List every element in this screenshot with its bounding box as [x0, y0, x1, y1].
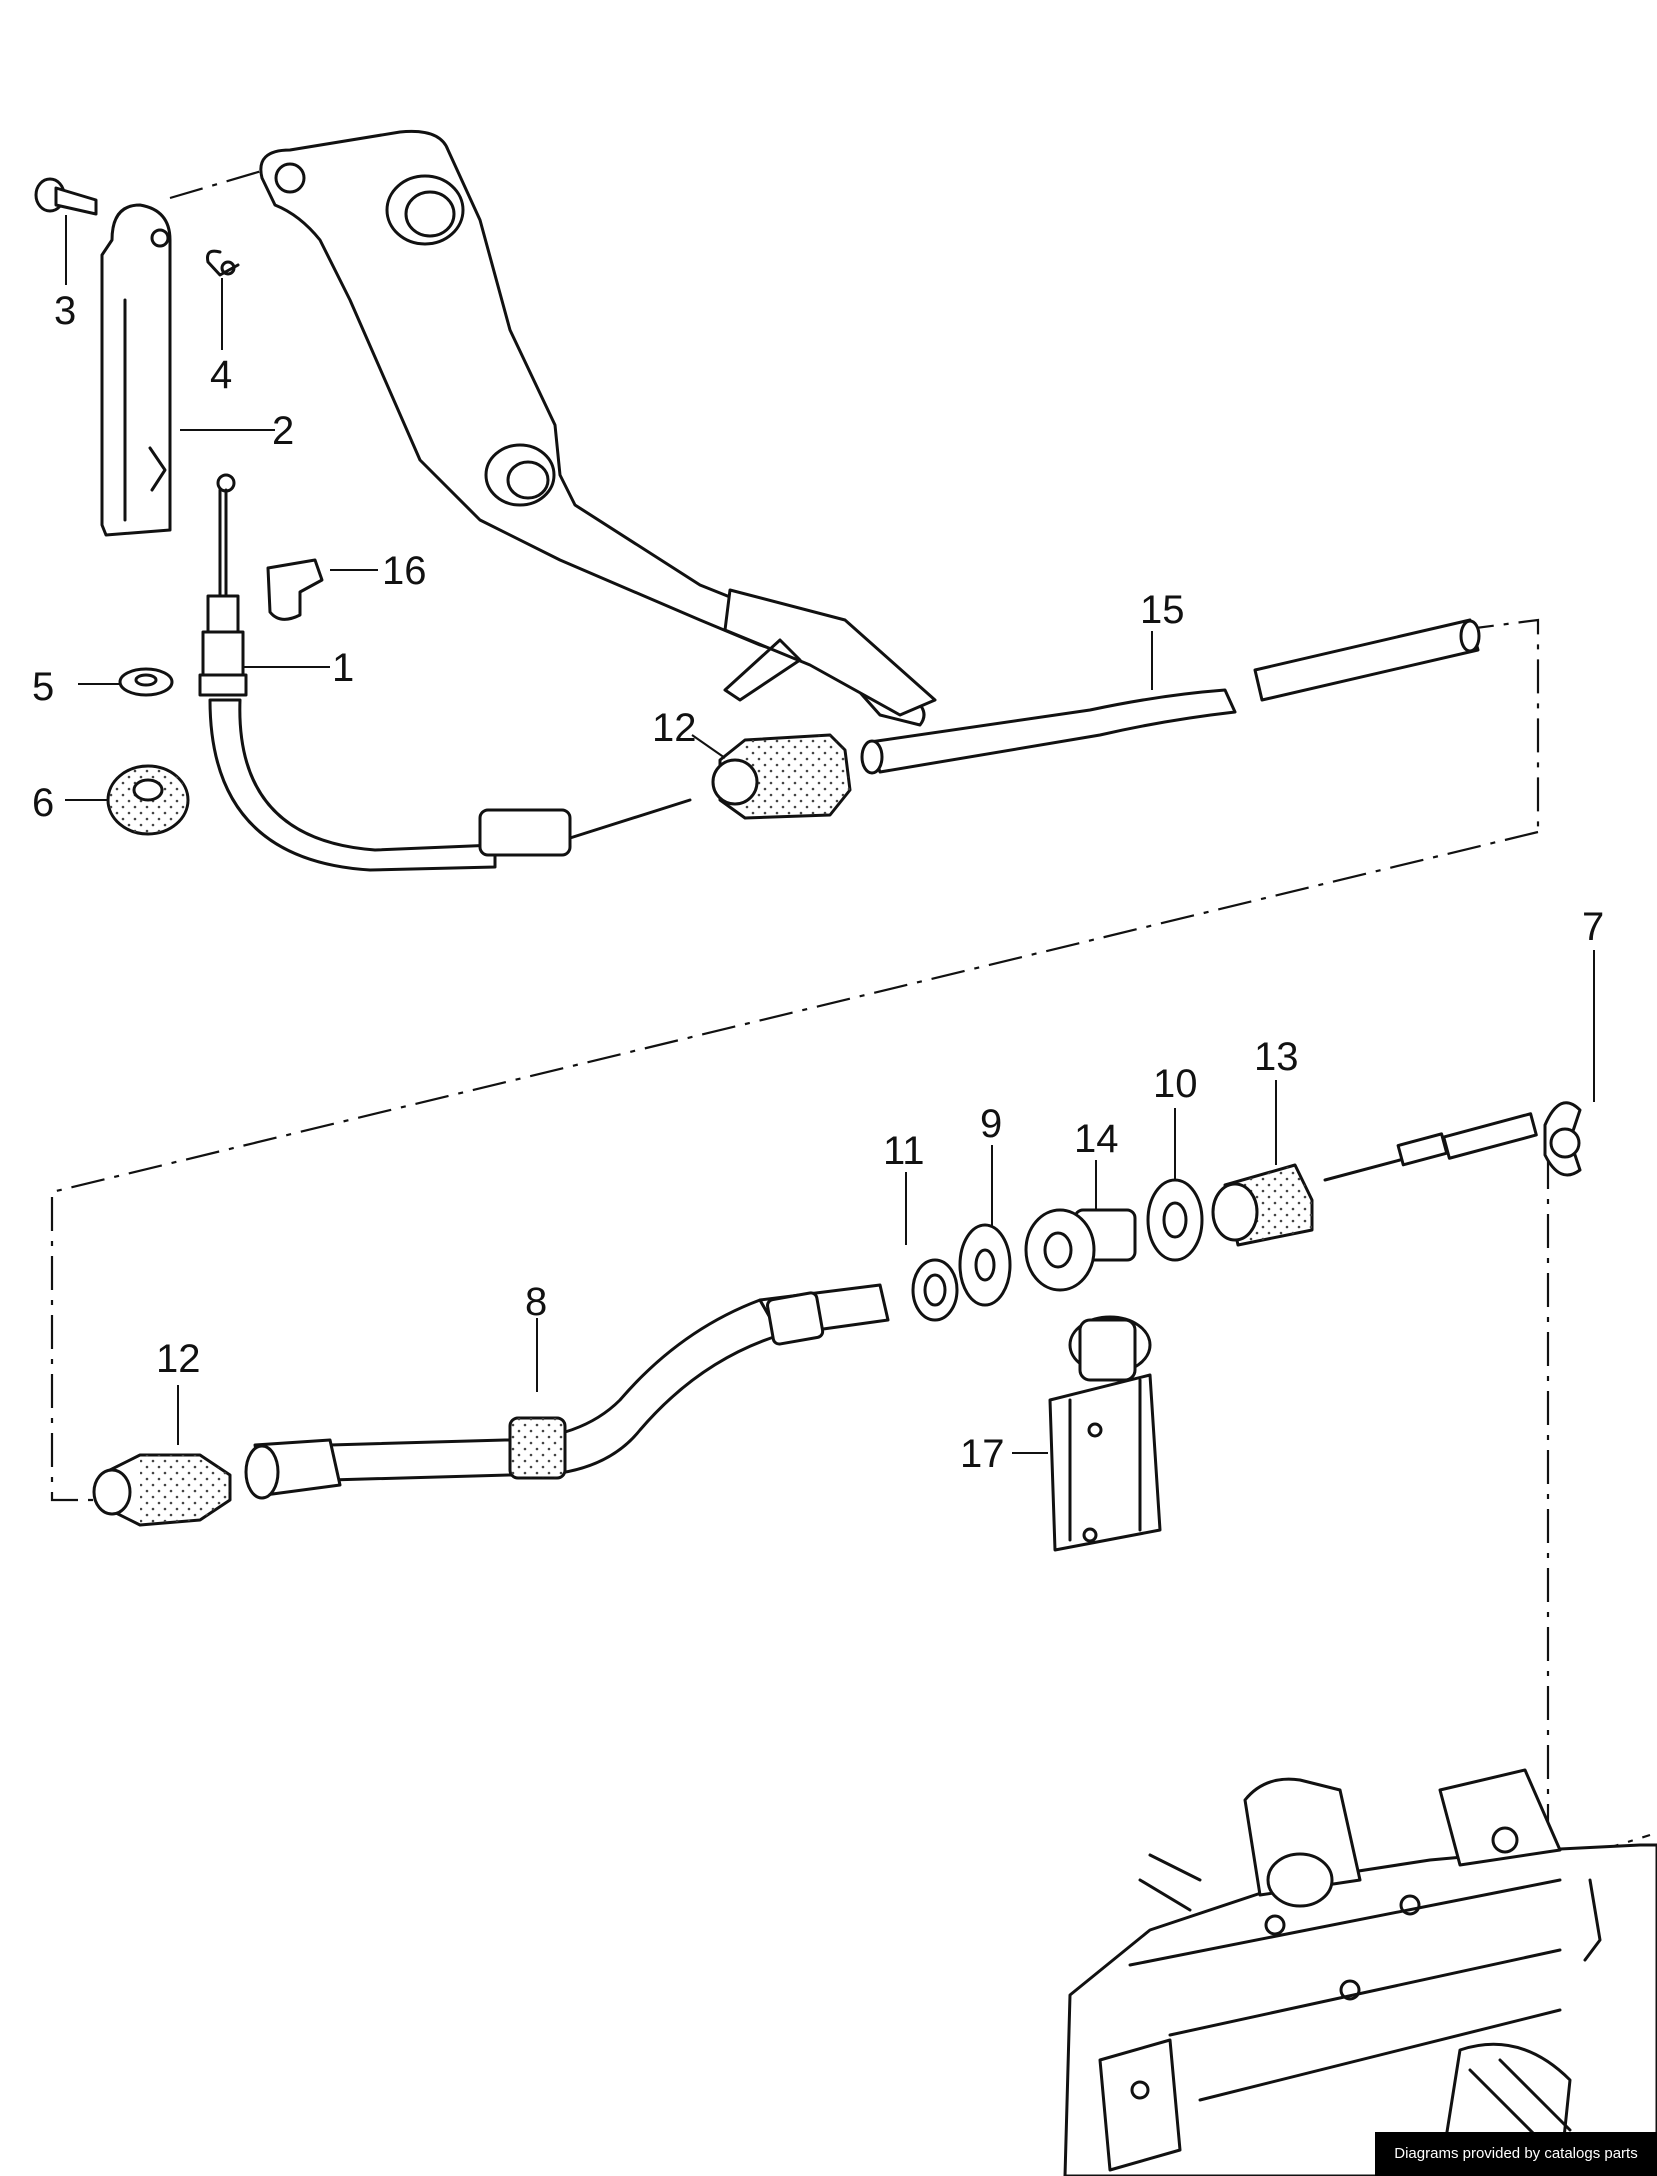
- callout-2: 2: [272, 409, 294, 453]
- callout-4: 4: [210, 353, 232, 397]
- diagram-credit: Diagrams provided by catalogs parts: [1375, 2132, 1657, 2176]
- part-13-bushing: [1211, 1163, 1314, 1247]
- part-4-clip: [206, 249, 240, 277]
- part-11-washer: [911, 1258, 959, 1322]
- part-16-plug: [266, 558, 324, 621]
- part-2-bracket: [100, 203, 172, 537]
- part-8-cable-sheath: [244, 1283, 890, 1500]
- part-14-bush: [1024, 1208, 1137, 1292]
- callout-9: 9: [980, 1102, 1002, 1146]
- callout-10: 10: [1153, 1062, 1198, 1106]
- part-15-guide-tube: [860, 618, 1481, 775]
- callout-17: 17: [960, 1432, 1005, 1476]
- callout-1: 1: [332, 646, 354, 690]
- callout-15: 15: [1140, 588, 1185, 632]
- callout-5: 5: [32, 665, 54, 709]
- callouts: 1 2 3 4 5 6 7 8 9 10 11 12 12 13 14 15 1…: [32, 289, 1604, 1476]
- part-3-bolt: [34, 177, 98, 216]
- clutch-pedal: [259, 129, 937, 727]
- callout-13: 13: [1254, 1035, 1299, 1079]
- callout-3: 3: [54, 289, 76, 333]
- part-7-wing-nut: [1543, 1101, 1582, 1177]
- part-12-boot-upper: [711, 733, 852, 820]
- part-12-boot-lower: [92, 1453, 232, 1527]
- callout-16: 16: [382, 549, 427, 593]
- callout-6: 6: [32, 781, 54, 825]
- callout-12-lower: 12: [156, 1337, 201, 1381]
- callout-11: 11: [883, 1129, 925, 1173]
- callout-7: 7: [1582, 905, 1604, 949]
- part-17-bracket: [1048, 1315, 1162, 1552]
- part-5-washer: [118, 667, 174, 697]
- part-9-washer: [958, 1223, 1012, 1307]
- part-10-washer: [1146, 1178, 1204, 1262]
- part-1-clutch-cable: [198, 473, 692, 872]
- callout-leaders: [65, 215, 1595, 1454]
- callout-8: 8: [525, 1280, 547, 1324]
- callout-14: 14: [1074, 1117, 1119, 1161]
- transmission-assembly: [1063, 1768, 1657, 2176]
- part-6-grommet: [106, 764, 190, 836]
- threaded-cable-end: [1323, 1112, 1538, 1182]
- callout-12-upper: 12: [652, 706, 697, 750]
